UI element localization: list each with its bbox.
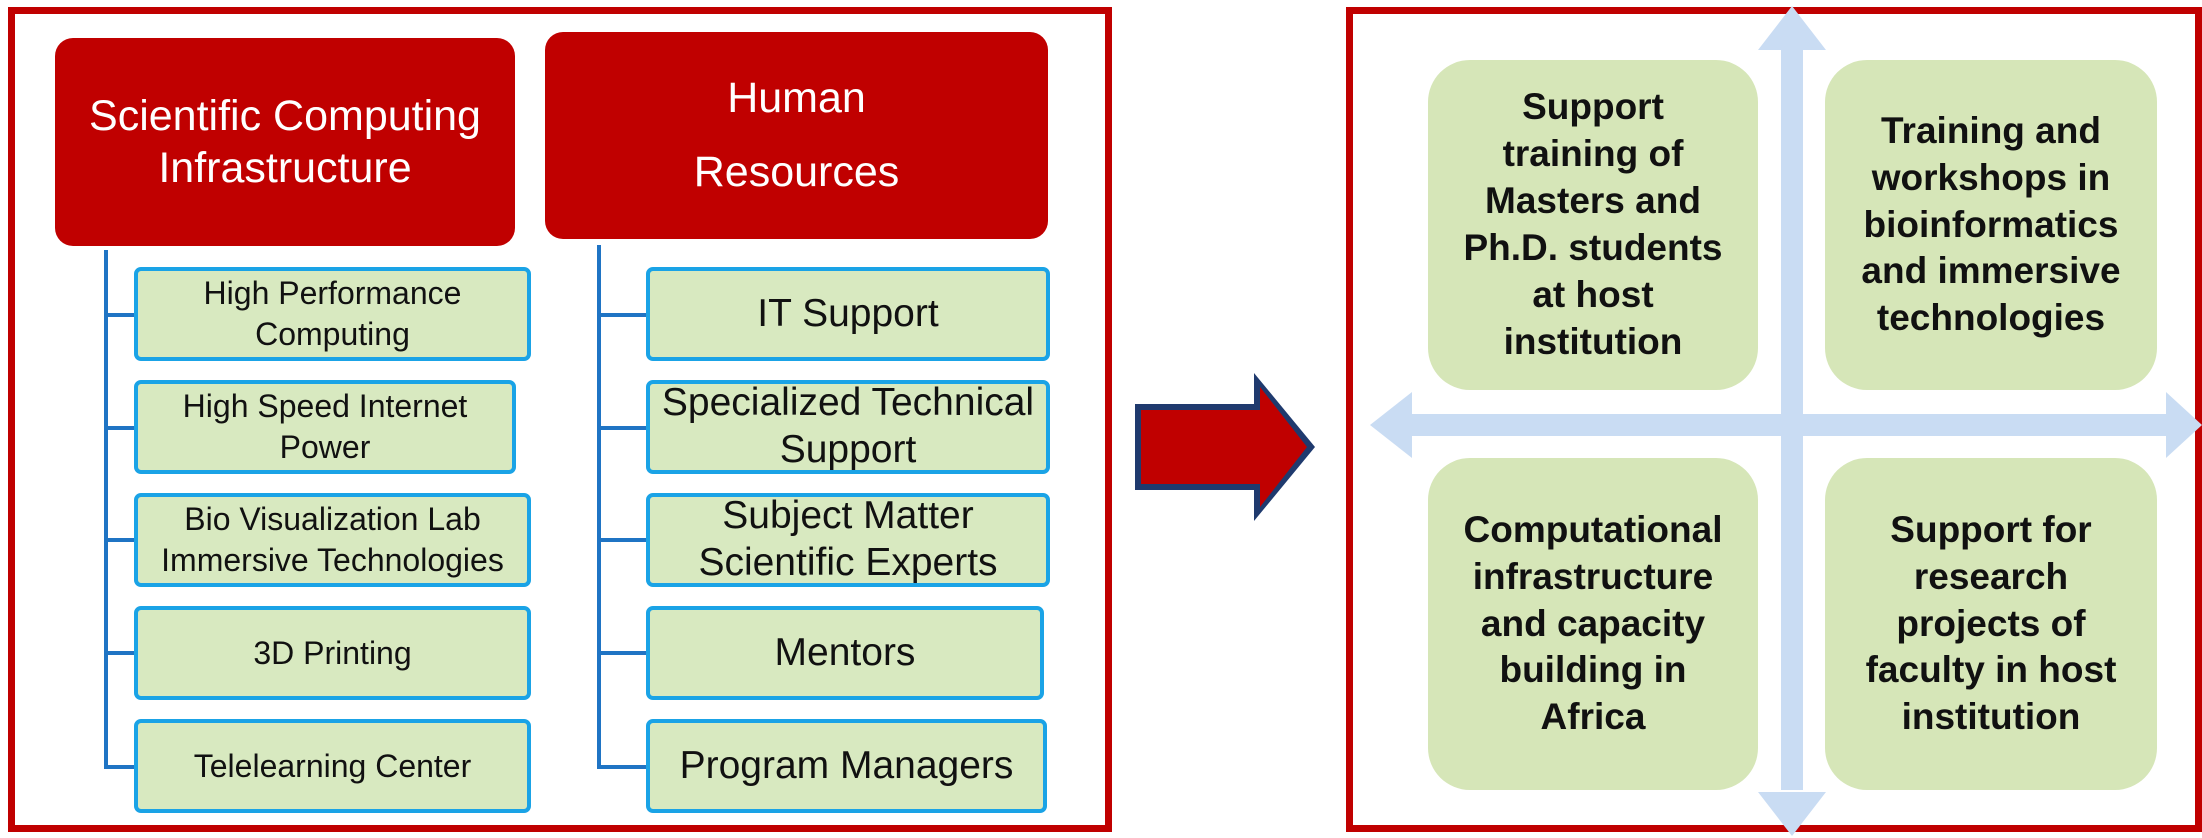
item-line: Mentors [774,630,916,674]
item-line: Telelearning Center [193,747,472,784]
hr-connector-branch [597,426,649,430]
quad-line: institution [1901,696,2081,738]
quad-line: Ph.D. students [1463,227,1723,268]
item-line: Subject Matter [722,494,974,538]
quadrant-training-workshops: Training and workshops in bioinformatics… [1825,60,2157,390]
quad-line: projects of [1896,602,2086,644]
quadrant-computational-infrastructure: Computational infrastructure and capacit… [1428,458,1758,790]
sci-connector-branch [104,313,138,317]
quad-line: Masters and [1485,180,1701,222]
quad-line: institution [1503,320,1683,362]
quad-line: building in [1499,649,1687,691]
item-line: Immersive Technologies [161,542,504,578]
human-resources-header: Human Resources [545,32,1048,239]
quad-line: bioinformatics [1863,203,2119,245]
sci-connector-branch [104,651,138,655]
quad-line: Support for [1890,508,2092,550]
quad-line: Computational [1463,508,1723,550]
quad-line: research [1913,555,2069,597]
header-line: Scientific Computing [89,91,481,140]
hr-connector-trunk [597,245,601,769]
item-line: 3D Printing [253,634,412,671]
item-mentors: Mentors [646,606,1044,700]
quad-line: at host [1532,273,1654,315]
item-line: High Performance [203,275,462,312]
header-line: Resources [693,147,900,196]
quad-line: and capacity [1480,602,1706,644]
hr-connector-branch [597,651,649,655]
item-line: IT Support [757,291,939,335]
sci-connector-trunk [104,250,108,769]
sci-connector-branch [104,765,138,769]
header-line: Human [727,74,866,123]
hr-connector-branch [597,765,649,769]
header-line: Infrastructure [158,144,412,192]
item-program-managers: Program Managers [646,719,1047,813]
item-line: Program Managers [679,743,1014,787]
scientific-computing-header: Scientific Computing Infrastructure [55,38,515,246]
item-line: Bio Visualization Lab [184,501,481,538]
quadrant-research-support: Support for research projects of faculty… [1825,458,2157,790]
quad-line: workshops in [1871,156,2111,198]
item-line: Power [279,429,371,465]
sci-connector-branch [104,538,138,542]
item-it-support: IT Support [646,267,1050,361]
item-telelearning-center: Telelearning Center [134,719,531,813]
hr-connector-branch [597,538,649,542]
sci-connector-branch [104,426,138,430]
quad-line: and immersive [1861,250,2121,292]
quad-line: Training and [1881,109,2101,151]
quad-line: Support [1522,86,1664,128]
quad-line: faculty in host [1865,649,2117,691]
item-line: Computing [255,316,410,352]
right-arrow-icon [1135,373,1315,521]
item-line: High Speed Internet [182,388,468,425]
item-line: Specialized Technical [661,381,1035,425]
quad-line: infrastructure [1472,555,1714,597]
item-line: Scientific Experts [698,541,998,584]
quad-line: training of [1502,133,1684,175]
quad-line: Africa [1540,696,1646,738]
item-3d-printing: 3D Printing [134,606,531,700]
quad-line: technologies [1876,297,2106,339]
hr-connector-branch [597,313,649,317]
item-line: Support [779,428,917,471]
quadrant-training-students: Support training of Masters and Ph.D. st… [1428,60,1758,390]
